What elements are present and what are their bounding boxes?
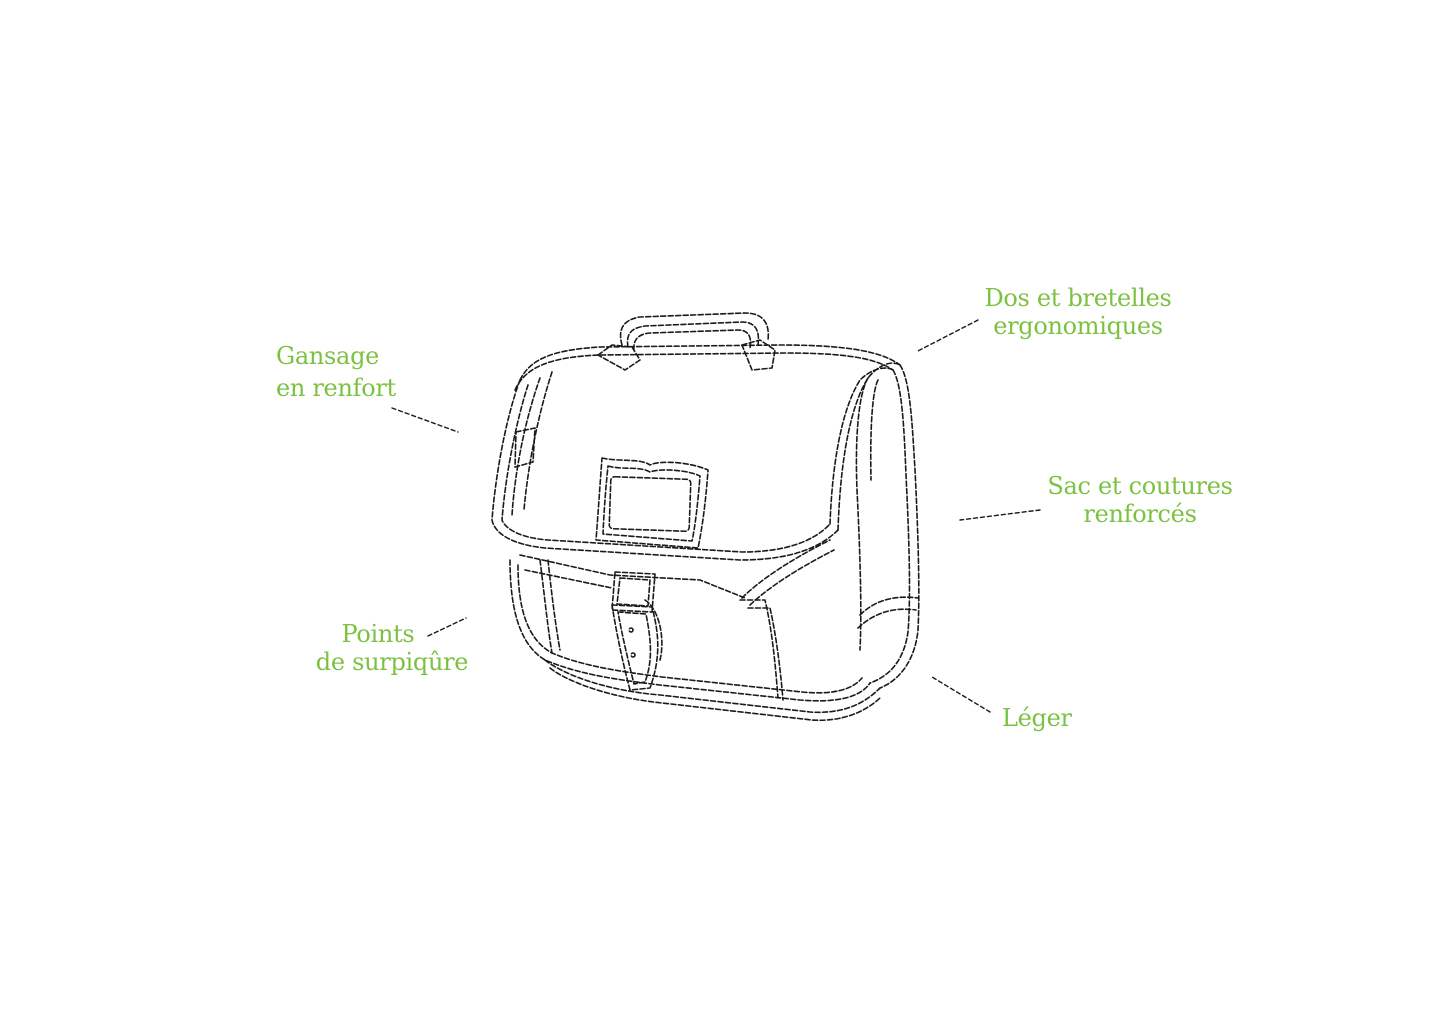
bag-front-body bbox=[509, 539, 881, 722]
bag-flap bbox=[491, 362, 901, 561]
handle bbox=[597, 312, 776, 371]
callout-sac-line2: renforcés bbox=[1083, 500, 1197, 528]
callout-leger: Léger bbox=[1002, 704, 1072, 732]
callout-gansage-line1: Gansage bbox=[276, 342, 380, 370]
callout-leader-lines bbox=[391, 319, 1041, 713]
callout-dos: Dos et bretelles ergonomiques bbox=[982, 284, 1174, 340]
callout-points-line2: de surpiqûre bbox=[315, 648, 469, 676]
bag-top bbox=[514, 344, 901, 391]
callout-dos-line2: ergonomiques bbox=[993, 312, 1163, 340]
callout-leger-line1: Léger bbox=[1002, 704, 1072, 732]
leader-sac bbox=[959, 509, 1041, 521]
callout-sac: Sac et coutures renforcés bbox=[1044, 472, 1236, 528]
leader-dos bbox=[915, 319, 979, 353]
name-tag-holder bbox=[595, 457, 709, 549]
leader-gansage bbox=[391, 407, 459, 433]
callout-sac-line1: Sac et coutures bbox=[1047, 472, 1233, 500]
bag-side-panel bbox=[855, 364, 920, 689]
callout-points-line1: Points bbox=[341, 620, 415, 648]
callout-gansage-line2: en renfort bbox=[276, 374, 396, 402]
buckle-strap bbox=[611, 571, 663, 691]
leader-leger bbox=[931, 676, 991, 713]
callout-gansage: Gansage en renfort bbox=[276, 342, 396, 402]
callout-dos-line1: Dos et bretelles bbox=[984, 284, 1172, 312]
callout-points: Points de surpiqûre bbox=[312, 620, 472, 676]
leader-points bbox=[427, 617, 467, 637]
